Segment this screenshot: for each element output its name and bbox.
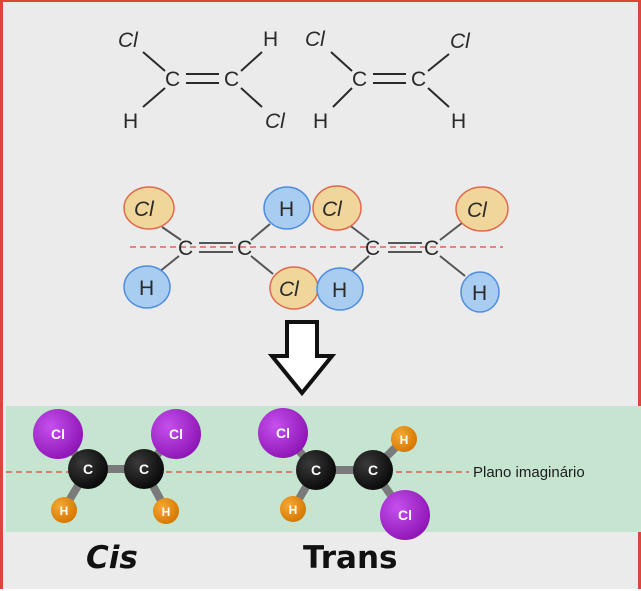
trans-ball-and-stick-model: Cl Cl C C H H bbox=[258, 408, 430, 540]
atom-c: C bbox=[237, 237, 252, 260]
trans-highlighted-formula: Cl Cl C C H H bbox=[312, 185, 509, 313]
atom-c: C bbox=[352, 68, 367, 91]
ball-label-c: C bbox=[311, 462, 321, 478]
atom-c: C bbox=[411, 68, 426, 91]
atom-cl: Cl bbox=[265, 110, 286, 133]
ball-label-h: H bbox=[162, 505, 171, 519]
cis-highlighted-formula: Cl H C C H Cl bbox=[123, 186, 319, 310]
h-atom-ball bbox=[153, 498, 179, 524]
bonds bbox=[330, 51, 450, 108]
atom-cl: Cl bbox=[279, 278, 300, 301]
c-atom-ball bbox=[353, 450, 393, 490]
atom-h: H bbox=[451, 110, 466, 133]
diagram-canvas: Cl H C C H Cl Cl Cl C C H H bbox=[6, 28, 641, 576]
atom-cl: Cl bbox=[450, 30, 471, 53]
atom-c: C bbox=[424, 237, 439, 260]
atom-c: C bbox=[224, 68, 239, 91]
cis-ball-and-stick-model: Cl Cl C C H H bbox=[33, 409, 201, 524]
c-atom-ball bbox=[124, 449, 164, 489]
trans-label: Trans bbox=[303, 540, 397, 576]
atom-h: H bbox=[139, 277, 154, 300]
ball-label-cl: Cl bbox=[276, 425, 290, 441]
atom-h: H bbox=[123, 110, 138, 133]
ball-label-c: C bbox=[83, 461, 93, 477]
h-highlight bbox=[123, 265, 171, 309]
h-atom-ball bbox=[391, 426, 417, 452]
atom-cl: Cl bbox=[305, 28, 326, 51]
trans-structural-formula: Cl Cl C C H H bbox=[305, 28, 471, 133]
ball-label-cl: Cl bbox=[398, 507, 412, 523]
cl-highlight bbox=[455, 186, 509, 232]
ball-label-c: C bbox=[139, 461, 149, 477]
c-atom-ball bbox=[296, 450, 336, 490]
atom-h: H bbox=[263, 28, 278, 51]
bonds bbox=[347, 222, 466, 277]
cl-highlight bbox=[312, 185, 362, 231]
h-highlight bbox=[263, 186, 311, 230]
atom-h: H bbox=[279, 198, 294, 221]
down-arrow-icon bbox=[267, 320, 337, 397]
c-atom-ball bbox=[68, 449, 108, 489]
atom-cl: Cl bbox=[118, 29, 139, 52]
h-atom-ball bbox=[51, 497, 77, 523]
h-highlight bbox=[460, 271, 500, 313]
ball-label-c: C bbox=[368, 462, 378, 478]
bonds bbox=[142, 51, 263, 108]
atom-c: C bbox=[178, 237, 193, 260]
ball-label-cl: Cl bbox=[169, 426, 183, 442]
cis-structural-formula: Cl H C C H Cl bbox=[118, 28, 286, 133]
h-atom-ball bbox=[280, 496, 306, 522]
atom-h: H bbox=[472, 282, 487, 305]
bonds bbox=[158, 223, 274, 275]
atom-c: C bbox=[165, 68, 180, 91]
atom-h: H bbox=[332, 279, 347, 302]
cl-highlight bbox=[123, 186, 175, 230]
ball-label-h: H bbox=[60, 504, 69, 518]
atom-cl: Cl bbox=[322, 198, 343, 221]
ball-label-h: H bbox=[400, 433, 409, 447]
ball-label-h: H bbox=[289, 503, 298, 517]
cis-label: Cis bbox=[86, 540, 138, 576]
ball-label-cl: Cl bbox=[51, 426, 65, 442]
cl-atom-ball bbox=[151, 409, 201, 459]
atom-cl: Cl bbox=[467, 199, 488, 222]
cl-atom-ball bbox=[380, 490, 430, 540]
cl-atom-ball bbox=[258, 408, 308, 458]
atom-c: C bbox=[365, 237, 380, 260]
atom-cl: Cl bbox=[134, 198, 155, 221]
plane-label: Plano imaginário bbox=[473, 464, 585, 481]
cl-atom-ball bbox=[33, 409, 83, 459]
atom-h: H bbox=[313, 110, 328, 133]
h-highlight bbox=[316, 267, 364, 311]
